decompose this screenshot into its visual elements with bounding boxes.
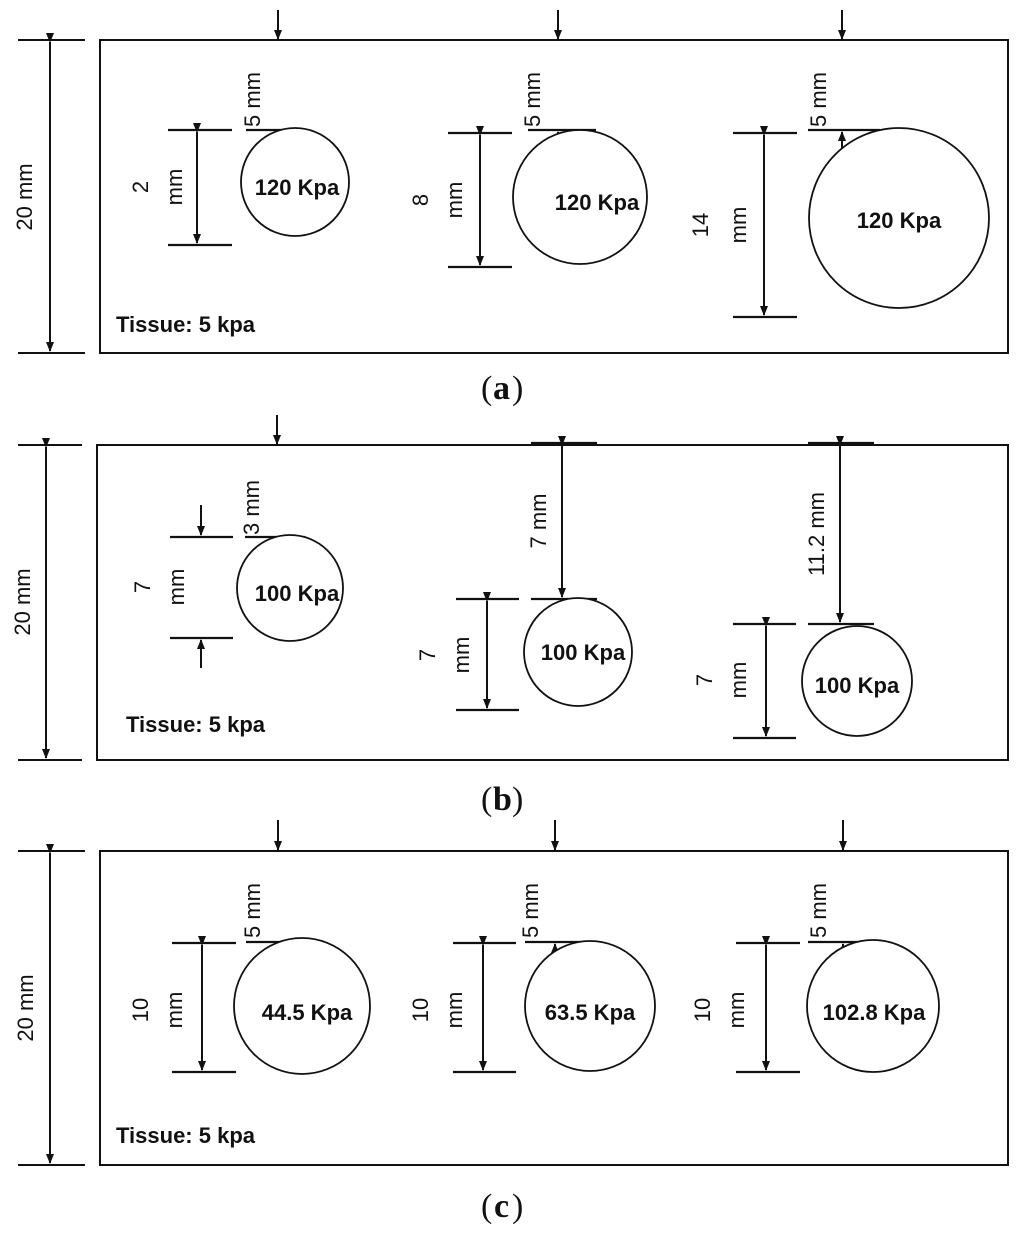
size-unit: mm [442, 992, 467, 1029]
tissue-block [99, 39, 1009, 354]
size-unit: mm [164, 569, 189, 606]
size-unit: mm [724, 992, 749, 1029]
size-number: 7 [130, 581, 155, 593]
stiffness-label: 63.5 Kpa [545, 1000, 636, 1025]
inclusion-1: 3 mm 7 mm 100 Kpa [130, 415, 344, 668]
svg-text:(: ( [481, 1188, 492, 1225]
size-unit: mm [162, 992, 187, 1029]
depth-label: 5 mm [240, 72, 265, 127]
panel-caption: ( c ) [481, 1188, 523, 1225]
stiffness-label: 120 Kpa [857, 208, 942, 233]
depth-label: 11.2 mm [804, 492, 829, 576]
depth-label: 7 mm [526, 494, 551, 549]
inclusion-circle [233, 937, 371, 1075]
caption-letter: b [493, 781, 512, 818]
height-dimension: 20 mm [10, 438, 82, 761]
inclusion-circle [236, 534, 344, 642]
tissue-block [96, 444, 1009, 761]
panel-a: 20 mm Tissue: 5 kpa 5 mm 2 mm 120 Kpa 5 … [12, 10, 1009, 407]
inclusion-circle [806, 939, 940, 1073]
depth-label: 5 mm [520, 72, 545, 127]
panel-caption: ( a ) [481, 370, 523, 407]
size-number: 10 [408, 998, 433, 1022]
tissue-label: Tissue: 5 kpa [116, 1123, 256, 1148]
stiffness-label: 100 Kpa [815, 673, 900, 698]
svg-text:): ) [512, 1188, 523, 1225]
inclusion-2: 5 mm 8 mm 120 Kpa [408, 10, 648, 269]
size-number: 2 [128, 181, 153, 193]
panel-b: 20 mm Tissue: 5 kpa 3 mm 7 mm 100 Kpa 7 … [10, 415, 1009, 818]
inclusion-circle [801, 625, 913, 737]
depth-label: 3 mm [239, 480, 264, 535]
size-unit: mm [442, 182, 467, 219]
stiffness-label: 100 Kpa [255, 581, 340, 606]
size-number: 14 [688, 213, 713, 237]
stiffness-label: 44.5 Kpa [262, 1000, 353, 1025]
stiffness-label: 100 Kpa [541, 640, 626, 665]
height-label: 20 mm [13, 974, 38, 1041]
inclusion-circle [808, 127, 990, 309]
svg-text:(: ( [481, 781, 492, 818]
svg-text:): ) [512, 370, 523, 407]
stiffness-label: 120 Kpa [555, 190, 640, 215]
inclusion-3: 5 mm 14 mm 120 Kpa [688, 10, 990, 319]
size-number: 8 [408, 194, 433, 206]
size-number: 10 [690, 998, 715, 1022]
caption-letter: a [493, 370, 510, 407]
height-label: 20 mm [12, 163, 37, 230]
depth-label: 5 mm [806, 883, 831, 938]
caption-letter: c [494, 1188, 509, 1225]
size-unit: mm [449, 637, 474, 674]
inclusion-1: 5 mm 10 mm 44.5 Kpa [128, 820, 371, 1075]
size-number: 10 [128, 998, 153, 1022]
inclusion-circle [524, 940, 656, 1072]
inclusion-2: 7 mm 7 mm 100 Kpa [415, 436, 633, 712]
inclusion-1: 5 mm 2 mm 120 Kpa [128, 10, 350, 247]
depth-label: 5 mm [806, 72, 831, 127]
svg-text:(: ( [481, 370, 492, 407]
inclusion-3: 5 mm 10 mm 102.8 Kpa [690, 820, 940, 1074]
tissue-label: Tissue: 5 kpa [126, 712, 266, 737]
svg-text:): ) [512, 781, 523, 818]
height-dimension: 20 mm [12, 33, 85, 354]
tissue-block [99, 850, 1009, 1166]
stiffness-label: 102.8 Kpa [823, 1000, 926, 1025]
size-number: 7 [415, 649, 440, 661]
panel-caption: ( b ) [481, 781, 523, 818]
depth-label: 5 mm [240, 883, 265, 938]
inclusion-circle [512, 129, 648, 265]
height-label: 20 mm [10, 568, 35, 635]
size-unit: mm [726, 662, 751, 699]
inclusion-3: 11.2 mm 7 mm 100 Kpa [692, 436, 913, 740]
size-number: 7 [692, 674, 717, 686]
depth-label: 5 mm [518, 883, 543, 938]
inclusion-circle [523, 597, 633, 707]
size-unit: mm [726, 207, 751, 244]
panel-c: 20 mm Tissue: 5 kpa 5 mm 10 mm 44.5 Kpa … [13, 820, 1009, 1225]
height-dimension: 20 mm [13, 844, 85, 1166]
stiffness-label: 120 Kpa [255, 175, 340, 200]
size-unit: mm [162, 169, 187, 206]
inclusion-circle [240, 127, 350, 237]
inclusion-2: 5 mm 10 mm 63.5 Kpa [408, 820, 656, 1074]
tissue-label: Tissue: 5 kpa [116, 312, 256, 337]
